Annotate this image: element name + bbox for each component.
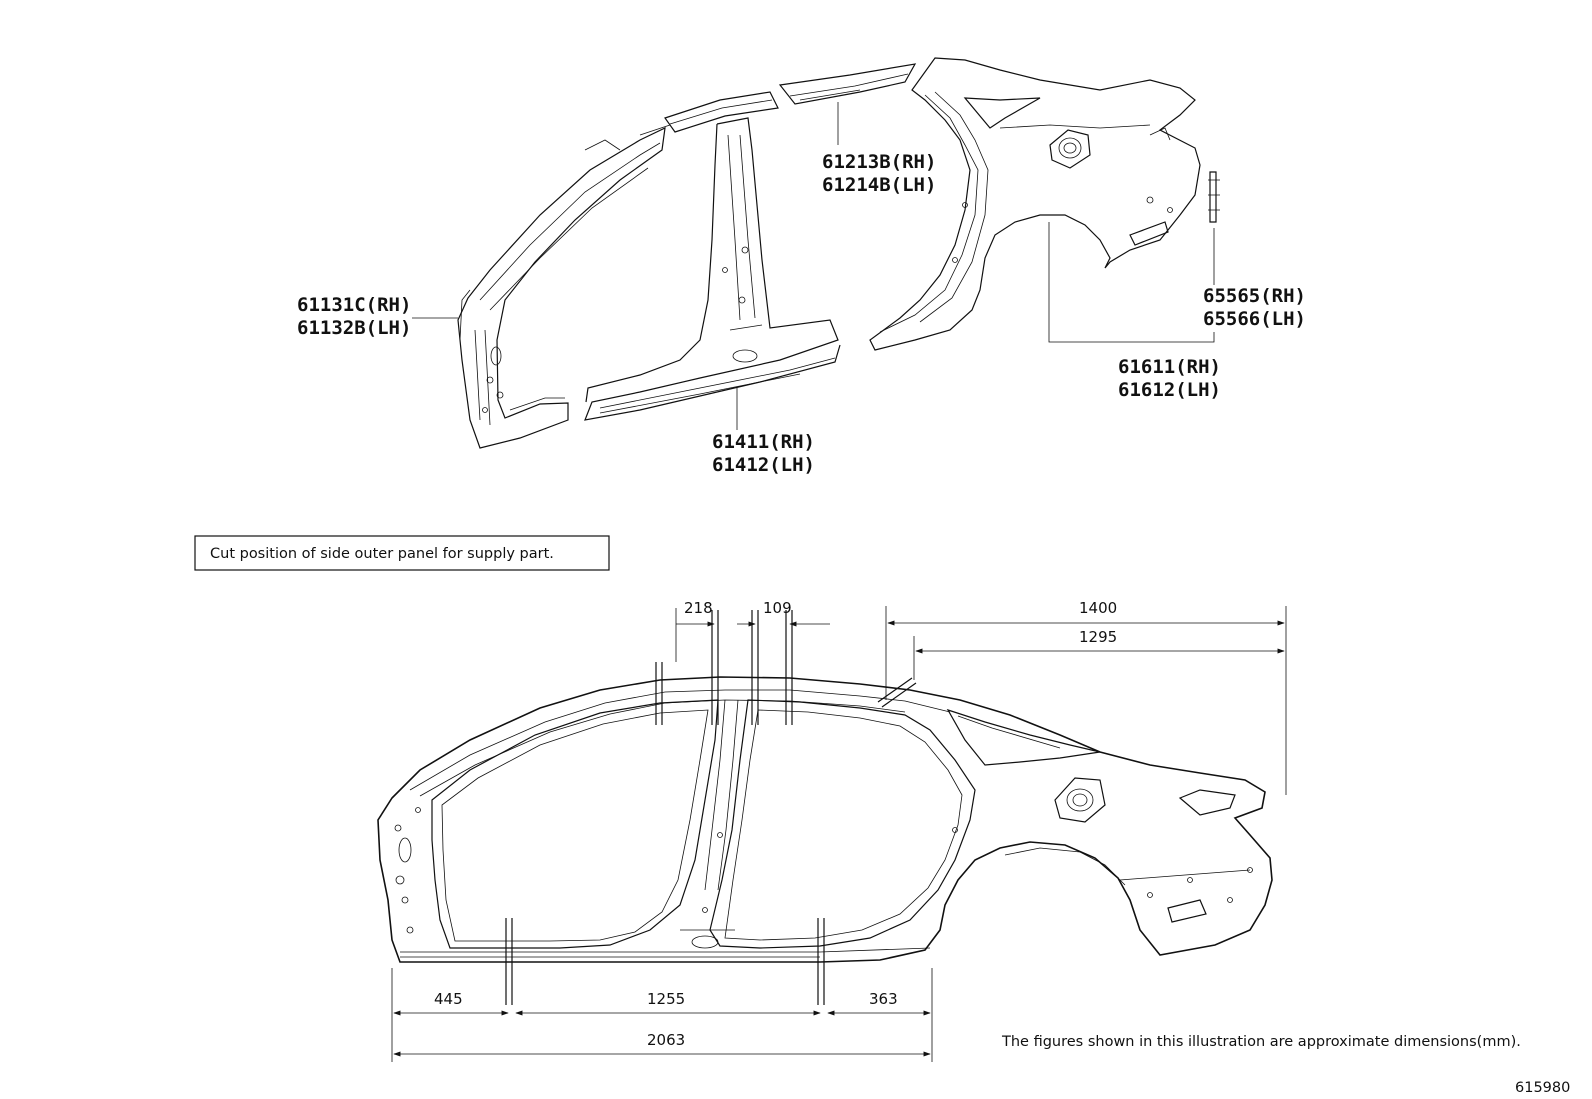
front-pillar-drawing [457,124,671,449]
label-rear-extension-lh: 65566(LH) [1203,308,1306,330]
label-rocker-rh: 61411(RH) [712,431,815,453]
dim-1400: 1400 [1079,599,1117,617]
cut-position-text: Cut position of side outer panel for sup… [210,546,554,562]
diagram-id: 615980 [1515,1080,1570,1096]
part-labels: 61131C(RH) 61132B(LH) 61213B(RH) 61214B(… [297,151,1306,476]
label-front-pillar-lh: 61132B(LH) [297,317,411,339]
label-front-pillar-rh: 61131C(RH) [297,294,411,316]
dim-1255: 1255 [647,990,685,1008]
rear-extension-drawing [1208,171,1220,223]
label-quarter-panel-rh: 61611(RH) [1118,356,1221,378]
dimension-arrows [393,620,1285,1057]
dim-1295: 1295 [1079,628,1117,646]
dim-445: 445 [434,990,463,1008]
dim-2063: 2063 [647,1031,685,1049]
dimension-values: 218 109 1400 1295 445 1255 363 2063 [434,599,1117,1049]
label-roof-rail-lh: 61214B(LH) [822,174,936,196]
extension-lines [391,606,1287,1062]
label-roof-rail-rh: 61213B(RH) [822,151,936,173]
label-quarter-panel-lh: 61612(LH) [1118,379,1221,401]
leader-lines [412,102,1215,430]
cut-lines [505,610,917,1005]
roof-rail-drawing [664,63,917,133]
dim-363: 363 [869,990,898,1008]
exploded-view: 61131C(RH) 61132B(LH) 61213B(RH) 61214B(… [297,57,1306,476]
quarter-panel-drawing [869,57,1201,351]
label-rear-extension-rh: 65565(RH) [1203,285,1306,307]
dim-218: 218 [684,599,713,617]
cut-position-box: Cut position of side outer panel for sup… [194,535,610,571]
dimension-note: The figures shown in this illustration a… [1001,1034,1521,1050]
dim-109: 109 [763,599,792,617]
label-rocker-lh: 61412(LH) [712,454,815,476]
center-pillar-drawing [584,117,841,421]
side-outer-panel-drawing [377,676,1273,963]
